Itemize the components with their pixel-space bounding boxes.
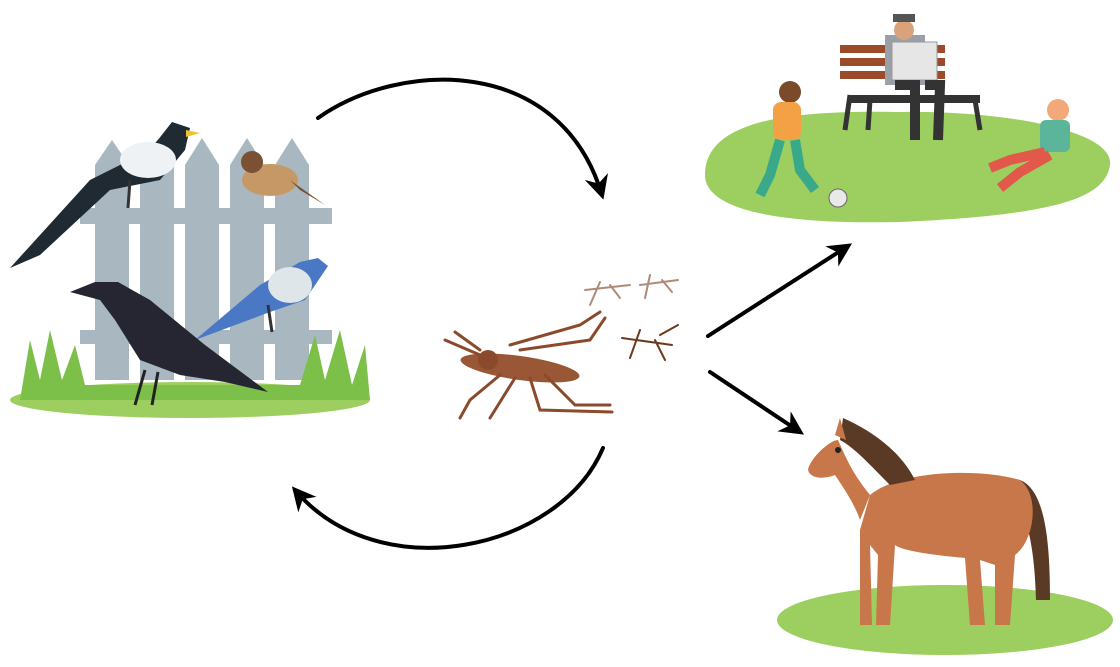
people-in-park-icon [705,14,1111,223]
horse-icon [777,418,1113,655]
arrow-mosquitoes-to-people [706,243,853,338]
arrow-mosquitoes-to-birds [291,446,605,550]
cycle-arrows [291,77,853,550]
mosquito-icon [443,274,679,420]
birds-on-fence-icon [10,122,370,418]
arrow-mosquitoes-to-horse [708,370,804,435]
arrow-birds-to-mosquitoes [316,77,608,200]
